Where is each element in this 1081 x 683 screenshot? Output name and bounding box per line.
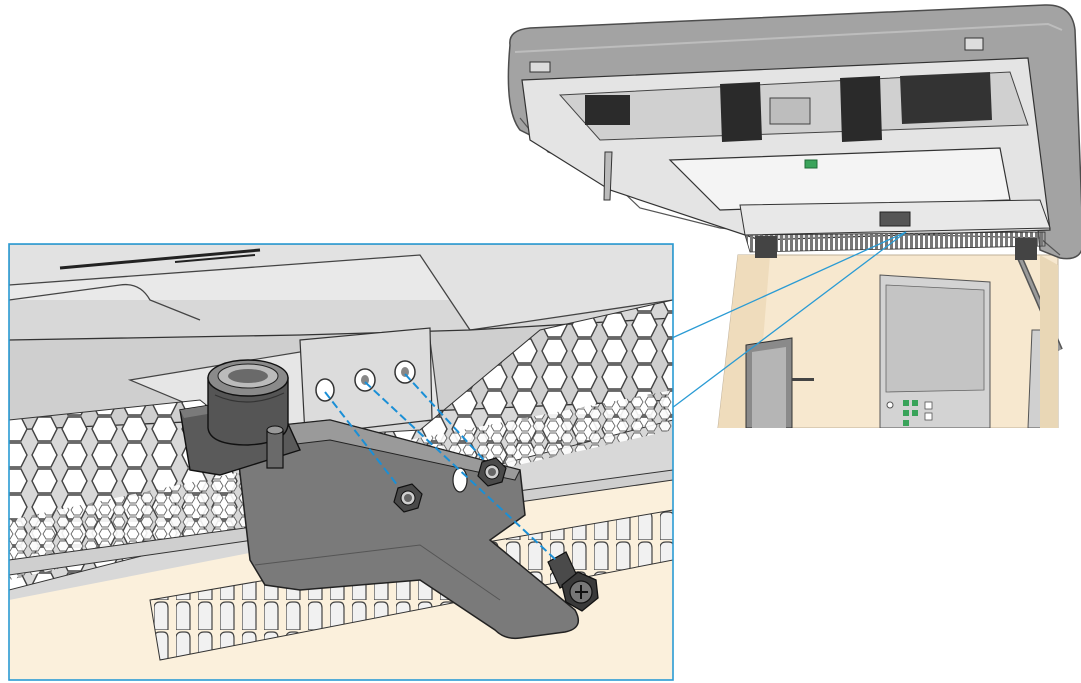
nut xyxy=(393,483,423,513)
nut xyxy=(477,457,507,487)
mounting-bracket xyxy=(234,419,580,640)
callout-lines xyxy=(671,231,907,409)
detail-top-panel xyxy=(9,244,673,331)
lid-inner-frame xyxy=(521,57,1051,260)
detail-view-frame xyxy=(8,243,674,681)
cabinet-body xyxy=(717,254,1063,428)
assembly-guide-lines xyxy=(324,373,557,561)
mounting-hole xyxy=(315,378,335,402)
overview-illustration xyxy=(507,4,1081,428)
mounting-plate xyxy=(299,327,433,436)
screw xyxy=(547,551,599,612)
detail-view xyxy=(9,244,673,680)
cylindrical-sensor xyxy=(179,359,301,476)
